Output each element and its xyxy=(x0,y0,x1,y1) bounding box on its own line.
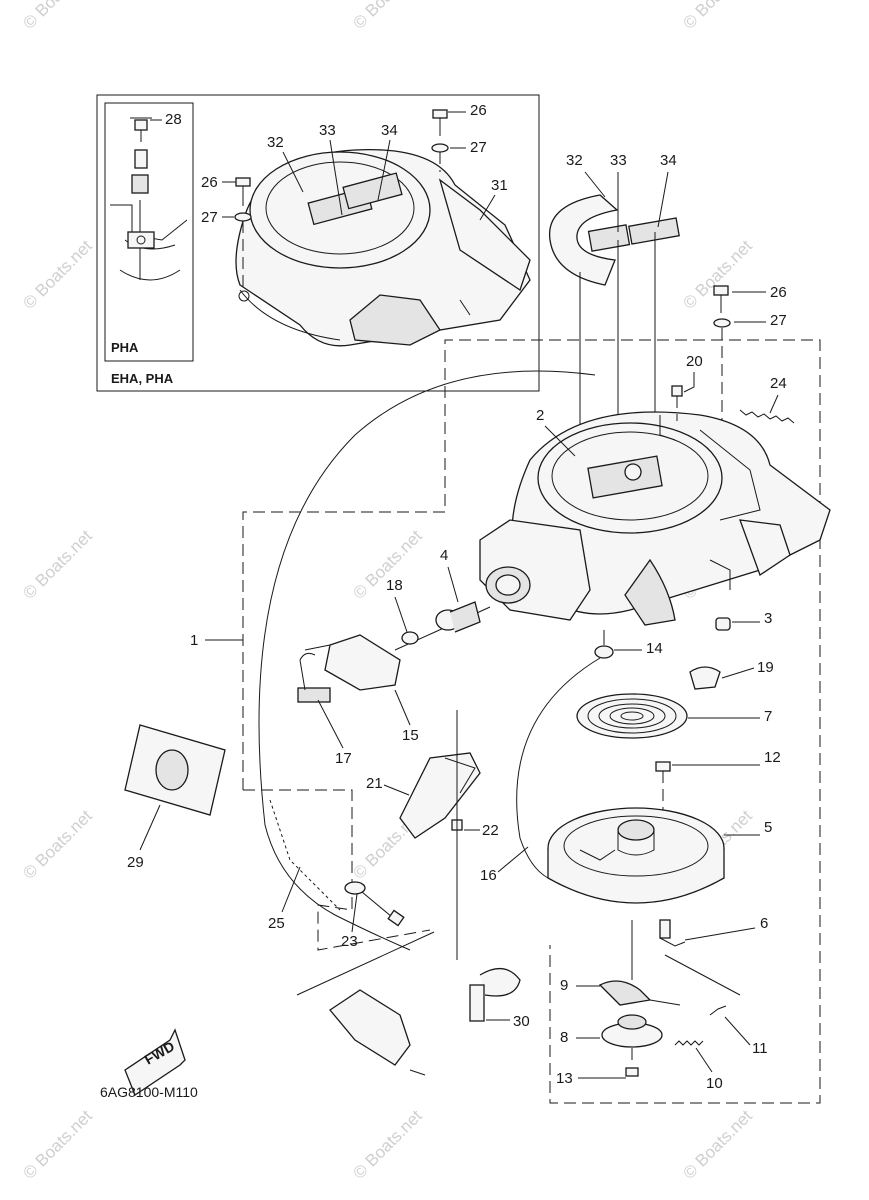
assembly-outline xyxy=(242,339,821,1104)
fwd-arrow: FWD xyxy=(124,1028,186,1096)
callout-6: 6 xyxy=(760,915,768,932)
part-3: 3 xyxy=(715,610,772,631)
inset-bolts xyxy=(234,109,449,291)
bolt-26-27: 26 27 xyxy=(713,284,787,478)
callout-22: 22 xyxy=(482,822,499,839)
cable-25 xyxy=(258,370,596,951)
callout-11: 11 xyxy=(752,1040,768,1057)
callout-23: 23 xyxy=(341,933,358,950)
callout-10: 10 xyxy=(706,1075,723,1092)
callout-16: 16 xyxy=(480,867,497,884)
handle-assembly: 18 4 15 17 xyxy=(297,547,491,767)
callout-34: 34 xyxy=(660,152,677,169)
cable-14-16: 14 16 xyxy=(480,630,663,884)
pawl-spring-20-24: 20 24 xyxy=(671,353,795,424)
callout-19: 19 xyxy=(757,659,774,676)
callout-26: 26 xyxy=(201,174,218,191)
callout-7: 7 xyxy=(764,708,772,725)
starter-housing: 2 xyxy=(479,407,831,626)
part-6: 6 xyxy=(659,915,768,996)
callout-15: 15 xyxy=(402,727,419,744)
watermark: © Boats.net xyxy=(19,1106,96,1183)
part-30: 30 xyxy=(469,968,530,1030)
pulley-5: 5 xyxy=(547,807,772,904)
callout-12: 12 xyxy=(764,749,781,766)
watermark: © Boats.net xyxy=(679,236,756,313)
callout-28: 28 xyxy=(165,111,182,128)
callout-18: 18 xyxy=(386,577,403,594)
callout-20: 20 xyxy=(686,353,703,370)
screw-12: 12 xyxy=(655,749,781,821)
callout-32: 32 xyxy=(267,134,284,151)
inset-box: PHA EHA, PHA xyxy=(96,94,540,392)
part-13: 13 xyxy=(556,1048,639,1087)
callout-29: 29 xyxy=(127,854,144,871)
decals: 32 33 34 xyxy=(548,152,680,502)
callout-33: 33 xyxy=(319,122,336,139)
callout-24: 24 xyxy=(770,375,787,392)
callout-17: 17 xyxy=(335,750,352,767)
spiral-spring-7: 7 xyxy=(576,693,772,739)
callout-27: 27 xyxy=(770,312,787,329)
inset-label-eha-pha: EHA, PHA xyxy=(111,371,174,386)
inset-label-pha: PHA xyxy=(111,340,139,355)
callout-1: 1 xyxy=(190,632,198,649)
callout-2: 2 xyxy=(536,407,544,424)
part-8: 8 xyxy=(560,1014,663,1048)
callout-21: 21 xyxy=(366,775,383,792)
watermark: © Boats.net xyxy=(349,1106,426,1183)
callout-34: 34 xyxy=(381,122,398,139)
callout-4: 4 xyxy=(440,547,448,564)
callout-26: 26 xyxy=(770,284,787,301)
callout-32: 32 xyxy=(566,152,583,169)
watermark: © Boats.net xyxy=(679,0,756,33)
inset-cover xyxy=(235,148,531,347)
callout-33: 33 xyxy=(610,152,627,169)
part-29: 29 xyxy=(124,724,226,871)
part-19: 19 xyxy=(689,659,774,690)
watermark: © Boats.net xyxy=(679,1106,756,1183)
part-23: 23 xyxy=(341,881,405,950)
callout-26: 26 xyxy=(470,102,487,119)
watermark: © Boats.net xyxy=(19,526,96,603)
watermark: © Boats.net xyxy=(349,0,426,33)
callout-31: 31 xyxy=(491,177,508,194)
diagram-code: 6AG8100-M110 xyxy=(100,1084,198,1100)
pha-detail xyxy=(110,117,188,281)
watermark: © Boats.net xyxy=(19,236,96,313)
spring-10: 10 xyxy=(674,1040,723,1092)
watermark: © Boats.net xyxy=(19,806,96,883)
callout-5: 5 xyxy=(764,819,772,836)
callout-14: 14 xyxy=(646,640,663,657)
part-9: 9 xyxy=(560,920,681,1006)
callout-13: 13 xyxy=(556,1070,573,1087)
bracket-21: 21 22 xyxy=(366,710,499,960)
callout-8: 8 xyxy=(560,1029,568,1046)
callout-3: 3 xyxy=(764,610,772,627)
callout-27: 27 xyxy=(470,139,487,156)
callout-27: 27 xyxy=(201,209,218,226)
callout-9: 9 xyxy=(560,977,568,994)
callout-25: 25 xyxy=(268,915,285,932)
part-11: 11 xyxy=(709,1005,768,1057)
mount-bracket xyxy=(296,931,435,1076)
callout-30: 30 xyxy=(513,1013,530,1030)
watermark: © Boats.net xyxy=(19,0,96,33)
